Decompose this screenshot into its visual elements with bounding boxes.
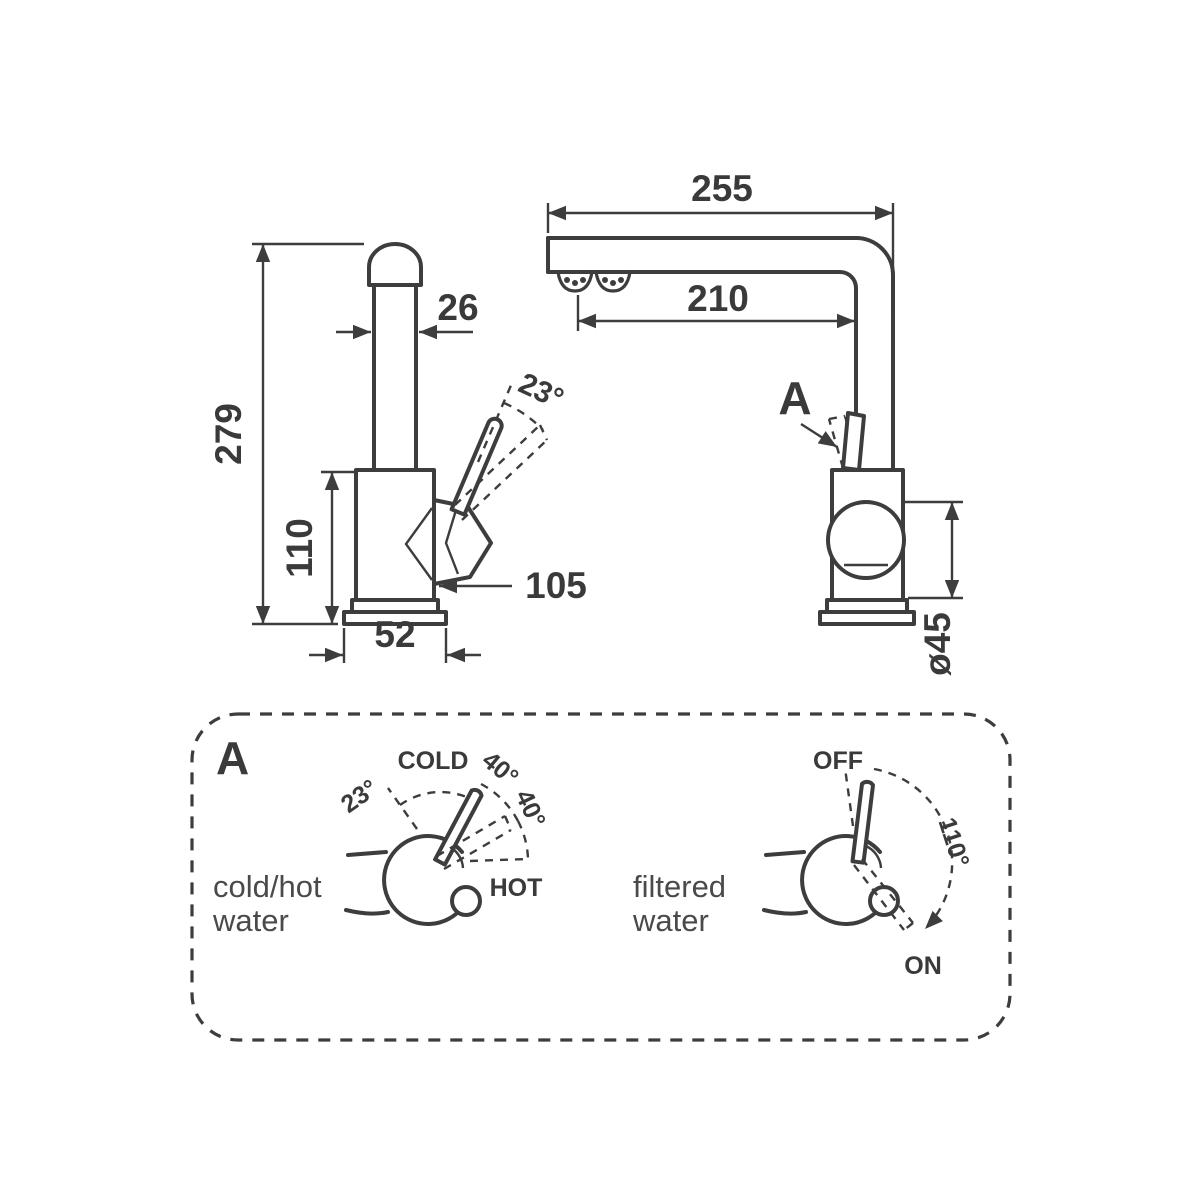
lever-angle-arc — [503, 401, 544, 431]
dim-base-width: 52 — [374, 614, 415, 655]
label-off: OFF — [813, 747, 863, 775]
angle-range-110: 110° — [933, 814, 975, 871]
mixer-arc-40-hot — [516, 820, 530, 860]
dim-handle-angle: 23° — [513, 367, 568, 416]
filter-off-ray-dashed — [843, 767, 855, 827]
aerator-dot — [580, 277, 586, 283]
dim-total-height: 279 — [208, 403, 249, 465]
handle-knob-front — [826, 500, 906, 580]
mixer-hot-ray-dashed — [469, 857, 529, 863]
ext-lines-52 — [342, 628, 448, 663]
mixer-outlet — [450, 885, 482, 917]
ext-lines-279 — [252, 242, 364, 626]
mixer-caption-line1: cold/hot — [213, 869, 322, 904]
dim-body-diameter: ø45 — [917, 612, 958, 676]
label-hot: HOT — [490, 874, 543, 902]
mixer-caption-line2: water — [212, 903, 289, 938]
mixer-tilt-ray-dashed — [387, 787, 418, 830]
filter-caption-line2: water — [632, 903, 709, 938]
aerator-left — [556, 270, 594, 293]
aerator-dot — [564, 277, 570, 283]
aerator-dot — [610, 280, 616, 286]
aerator-dot — [602, 277, 608, 283]
filter-knob — [800, 834, 882, 926]
detail-marker-a: A — [778, 372, 811, 424]
detail-panel-border — [190, 712, 1012, 1042]
base-plate — [342, 610, 448, 626]
label-on: ON — [904, 952, 942, 980]
filter-collar — [865, 844, 883, 869]
panel-marker-a: A — [216, 732, 249, 784]
dim-spout-reach: 210 — [687, 278, 749, 319]
detail-marker-arrow — [800, 422, 838, 449]
spout-inner-edge — [546, 270, 858, 472]
mixer-spout-stub — [344, 850, 390, 916]
filter-spout-stub — [762, 850, 808, 916]
lever-alt-position-dashed — [454, 424, 549, 521]
handle-boss-facet — [444, 509, 460, 575]
filter-lever — [850, 779, 875, 865]
base-plate-front — [818, 610, 916, 626]
mixer-knob — [382, 834, 464, 926]
aerator-dot — [618, 277, 624, 283]
aerator-dot — [572, 280, 578, 286]
dim-overall-width: 255 — [691, 168, 753, 209]
label-cold: COLD — [398, 747, 469, 775]
dim-handle-reach: 105 — [525, 565, 587, 606]
mixer-detail-diagram: COLD 40° 40° 23° HOT cold/hot water — [212, 746, 551, 938]
front-view-dimensions: 255 210 A ø45 — [546, 168, 963, 676]
faucet-side-view — [342, 242, 549, 626]
angle-hot-40: 40° — [510, 786, 551, 832]
detail-panel: A COLD 40° 40° 23° HOT cold/hot water — [190, 712, 1012, 1042]
side-view-dimensions: 279 110 26 23° 105 52 — [208, 242, 587, 663]
mixer-arc-40-cold — [480, 782, 520, 822]
lever-alt-dashed-front — [827, 414, 861, 469]
mixer-lever-alt-dashed — [436, 814, 513, 871]
mixer-lever — [433, 787, 484, 867]
dim-spout-width: 26 — [437, 287, 478, 328]
filter-caption-line1: filtered — [633, 869, 726, 904]
filter-lever-on-dashed — [853, 858, 914, 931]
spout-cap — [367, 242, 423, 287]
spout-column — [372, 283, 418, 472]
aerator-right — [594, 270, 632, 293]
dim-body-height: 110 — [279, 518, 320, 578]
body-joint-line — [404, 507, 433, 581]
handle-lever — [449, 416, 504, 517]
filter-detail-diagram: OFF 110° ON filtered water — [632, 747, 975, 980]
ext-lines-dia45 — [905, 500, 963, 600]
handle-lever-front — [841, 411, 866, 472]
angle-tilt-23: 23° — [336, 774, 383, 819]
mixer-tilt-arc — [399, 790, 474, 806]
faucet-body — [354, 468, 436, 602]
